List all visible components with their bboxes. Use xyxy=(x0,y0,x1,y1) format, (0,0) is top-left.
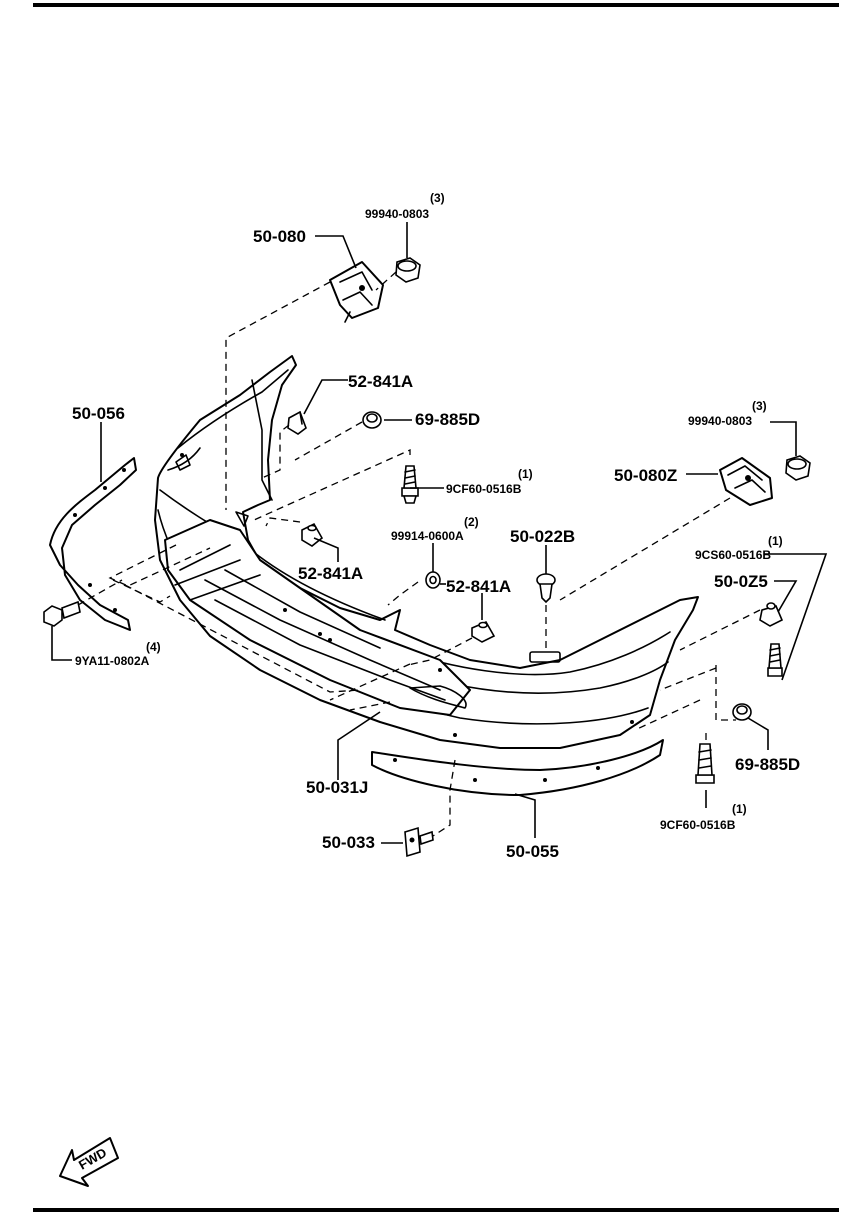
screw-9cs60 xyxy=(767,643,783,677)
left-trim-strip xyxy=(49,457,137,631)
label-p14: 50-0Z5 xyxy=(714,572,768,591)
bolt-9ya11 xyxy=(43,600,81,627)
nut-left xyxy=(395,257,421,283)
label-p6: 9CF60-0516B xyxy=(446,482,522,496)
top-border xyxy=(33,3,839,7)
lower-lip-spoiler xyxy=(371,739,664,796)
leader-lines xyxy=(51,222,828,844)
clip-a-middle xyxy=(301,522,324,547)
bracket-50-033 xyxy=(404,826,434,858)
nut-right xyxy=(785,455,811,481)
screw-9cf60-bottom xyxy=(695,743,715,784)
grommet-top xyxy=(362,411,382,429)
forward-arrow-icon: FWD xyxy=(59,1137,119,1187)
label-p3: 52-841A xyxy=(348,372,413,391)
label-p19: 50-033 xyxy=(322,833,375,852)
label-p20: 50-055 xyxy=(506,842,559,861)
label-p15: 9YA11-0802A xyxy=(75,654,150,668)
label-p13: 9CS60-0516B xyxy=(695,548,771,562)
label-p18: 9CF60-0516B xyxy=(660,818,736,832)
grommet-bottom xyxy=(732,703,752,721)
qty-p2: (3) xyxy=(430,191,445,205)
qty-p6: (1) xyxy=(518,467,533,481)
clip-a-lower xyxy=(471,620,496,643)
label-p9: 52-841A xyxy=(298,564,363,583)
label-p10: 99914-0600A xyxy=(391,529,464,543)
label-p11: 52-841A xyxy=(446,577,511,596)
label-p8: 50-080Z xyxy=(614,466,677,485)
qty-p15: (4) xyxy=(146,640,161,654)
label-p7: 99940-0803 xyxy=(688,414,752,428)
label-p2: 99940-0803 xyxy=(365,207,429,221)
qty-p13: (1) xyxy=(768,534,783,548)
label-p1: 50-080 xyxy=(253,227,306,246)
bottom-border xyxy=(33,1208,839,1212)
right-bracket xyxy=(719,457,773,506)
nut-99914 xyxy=(425,571,441,589)
label-p5: 50-056 xyxy=(72,404,125,423)
assembly-dashed-lines xyxy=(77,271,761,837)
label-p16: 69-885D xyxy=(735,755,800,774)
qty-p10: (2) xyxy=(464,515,479,529)
bumper-fascia xyxy=(154,355,699,749)
push-clip-50-022b xyxy=(536,573,556,604)
label-p4: 69-885D xyxy=(415,410,480,429)
label-p12: 50-022B xyxy=(510,527,575,546)
screw-9cf60-top xyxy=(401,465,419,504)
nut-50-0z5 xyxy=(759,602,784,627)
left-bracket xyxy=(329,261,384,323)
clip-a-top xyxy=(287,410,307,435)
label-p17: 50-031J xyxy=(306,778,368,797)
qty-p7: (3) xyxy=(752,399,767,413)
qty-p18: (1) xyxy=(732,802,747,816)
part-labels: 50-080 (3) 99940-0803 52-841A 69-885D 50… xyxy=(72,191,800,861)
